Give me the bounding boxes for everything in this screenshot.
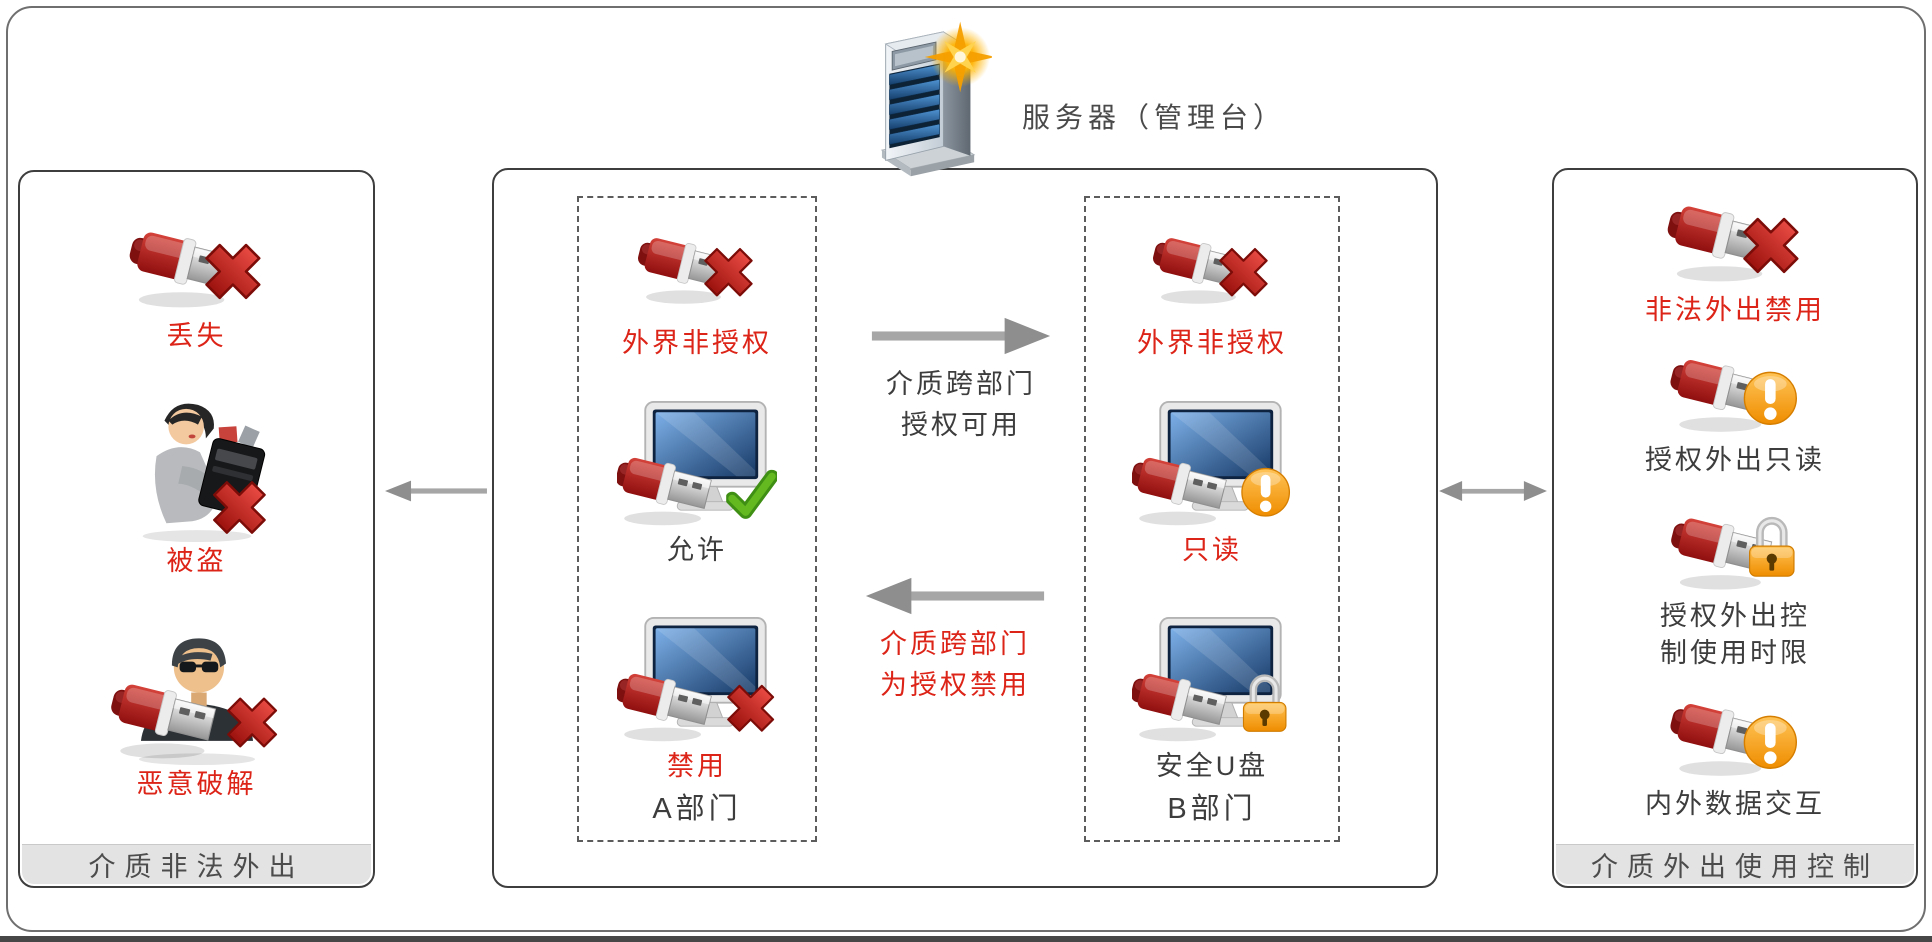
usb-blocked-icon [124, 221, 270, 318]
flow-bottom-text: 介质跨部门 为授权禁用 [880, 624, 1030, 705]
flow-bottom-line1: 介质跨部门 [880, 629, 1030, 659]
item-label: 被盗 [166, 546, 227, 577]
item-label: 非法外出禁用 [1645, 294, 1825, 325]
hacker-crack-icon [110, 621, 284, 766]
usb-locked-icon [1666, 500, 1804, 598]
item-label: 外界非授权 [622, 328, 772, 358]
flow-top-line1: 介质跨部门 [886, 369, 1036, 399]
item-label: 授权外出只读 [1645, 445, 1825, 476]
item-label: 授权外出控 制使用时限 [1660, 598, 1810, 673]
right-panel-stack: 非法外出禁用 授权外出只读 授权外出控 制使用时限 内外数据交互 [1554, 170, 1916, 844]
dept-b-box: 外界非授权 只读 安全U盘 B部门 [1084, 196, 1340, 842]
list-item: 非法外出禁用 [1645, 195, 1825, 329]
dept-b-title: B部门 [1167, 792, 1257, 825]
bottom-border-line [0, 936, 1932, 942]
list-item: 授权外出控 制使用时限 [1660, 500, 1810, 673]
usb-blocked-icon [633, 228, 761, 313]
arrow-to-right-panel [1438, 470, 1548, 512]
right-panel-footer: 介质外出使用控制 [1556, 844, 1914, 884]
list-item: 允许 [617, 400, 777, 569]
pc-usb-secure-icon [1132, 616, 1292, 746]
left-panel-stack: 丢失 被盗 恶意破解 [20, 172, 373, 844]
item-label: 允许 [667, 535, 727, 566]
item-label-line1: 授权外出控 [1660, 601, 1810, 632]
list-item: 安全U盘 [1132, 616, 1292, 785]
left-panel-footer-text: 介质非法外出 [88, 852, 305, 882]
server-label: 服务器（管理台） [1022, 102, 1287, 133]
usb-blocked-icon [1662, 195, 1808, 292]
usb-warning-icon [1665, 693, 1805, 786]
left-panel-footer: 介质非法外出 [22, 844, 371, 884]
outer-frame [6, 6, 1926, 932]
item-label: 恶意破解 [136, 769, 257, 800]
arrow-left-icon [385, 480, 487, 502]
list-item: 被盗 [113, 395, 281, 580]
flow-top-text: 介质跨部门 授权可用 [886, 364, 1036, 445]
arrow-double-icon [1439, 481, 1547, 501]
pc-usb-allowed-icon [617, 400, 777, 530]
pc-usb-disabled-icon [617, 616, 777, 746]
flow-cross-dept-unauthorized: 介质跨部门 为授权禁用 [800, 576, 1110, 705]
item-label-line2: 制使用时限 [1660, 638, 1810, 669]
server-icon [852, 16, 992, 179]
arrow-to-left-panel [384, 470, 488, 512]
list-item: 外界非授权 [1137, 228, 1287, 362]
arrow-left-icon [865, 577, 1045, 615]
media-stolen-person-icon [113, 395, 281, 543]
pc-usb-readonly-icon [1132, 400, 1292, 530]
arrow-right-icon [871, 317, 1051, 355]
usb-warning-icon [1665, 349, 1805, 442]
list-item: 授权外出只读 [1645, 349, 1825, 479]
center-panel-departments: 外界非授权 允许 禁用 A部门 外界非授权 只读 安全U [492, 168, 1438, 888]
item-label: 内外数据交互 [1645, 789, 1825, 820]
flow-bottom-line2: 为授权禁用 [880, 669, 1030, 700]
item-label: 禁用 [667, 750, 727, 781]
dept-a-box: 外界非授权 允许 禁用 A部门 [577, 196, 817, 842]
right-panel-outgoing-control: 非法外出禁用 授权外出只读 授权外出控 制使用时限 内外数据交互 介质外出使用控… [1552, 168, 1918, 888]
item-label: 只读 [1182, 535, 1242, 566]
item-label: 安全U盘 [1155, 750, 1269, 781]
list-item: 内外数据交互 [1645, 693, 1825, 823]
list-item: 禁用 [617, 616, 777, 785]
flow-top-line2: 授权可用 [901, 409, 1021, 440]
list-item: 丢失 [124, 221, 270, 355]
left-panel-media-illegal-out: 丢失 被盗 恶意破解 介质非法外出 [18, 170, 375, 888]
flow-cross-dept-authorized: 介质跨部门 授权可用 [806, 316, 1116, 445]
right-panel-footer-text: 介质外出使用控制 [1591, 852, 1879, 882]
dept-a-title: A部门 [652, 792, 742, 825]
item-label: 丢失 [166, 320, 227, 351]
list-item: 外界非授权 [622, 228, 772, 362]
usb-blocked-icon [1148, 228, 1276, 313]
list-item: 恶意破解 [110, 621, 284, 803]
item-label: 外界非授权 [1137, 328, 1287, 358]
list-item: 只读 [1132, 400, 1292, 569]
